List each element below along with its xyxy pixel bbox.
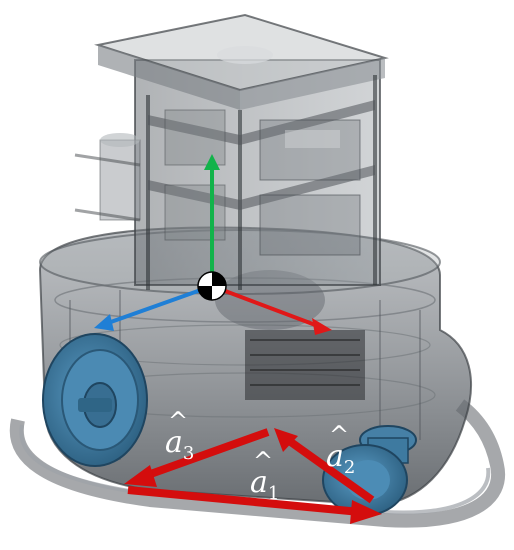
left-drive-wheel [42,333,148,467]
upper-tower [74,13,389,290]
label-a2-subscript: 2 [343,457,356,478]
label-a2-symbol: a [326,439,344,474]
label-a3-symbol: a [165,425,183,460]
x-axis-arrowhead [312,318,332,335]
label-a2: ^a2 [326,421,356,478]
label-a3: ^a3 [165,407,195,464]
vector-a2 [285,436,375,504]
label-a1: ^a1 [250,447,280,504]
contact-vectors [124,428,382,524]
y-axis-arrowhead [204,154,220,170]
z-axis-arrow [107,284,213,325]
label-a3-subscript: 3 [182,443,195,464]
electronics-block [245,330,365,400]
vector-a1 [127,486,361,516]
vector-a3 [143,428,270,480]
x-axis-arrow [211,284,319,328]
label-a1-symbol: a [250,465,268,500]
frame-axes [94,154,332,335]
label-a1-subscript: 1 [267,483,280,504]
z-axis-arrowhead [94,314,114,331]
